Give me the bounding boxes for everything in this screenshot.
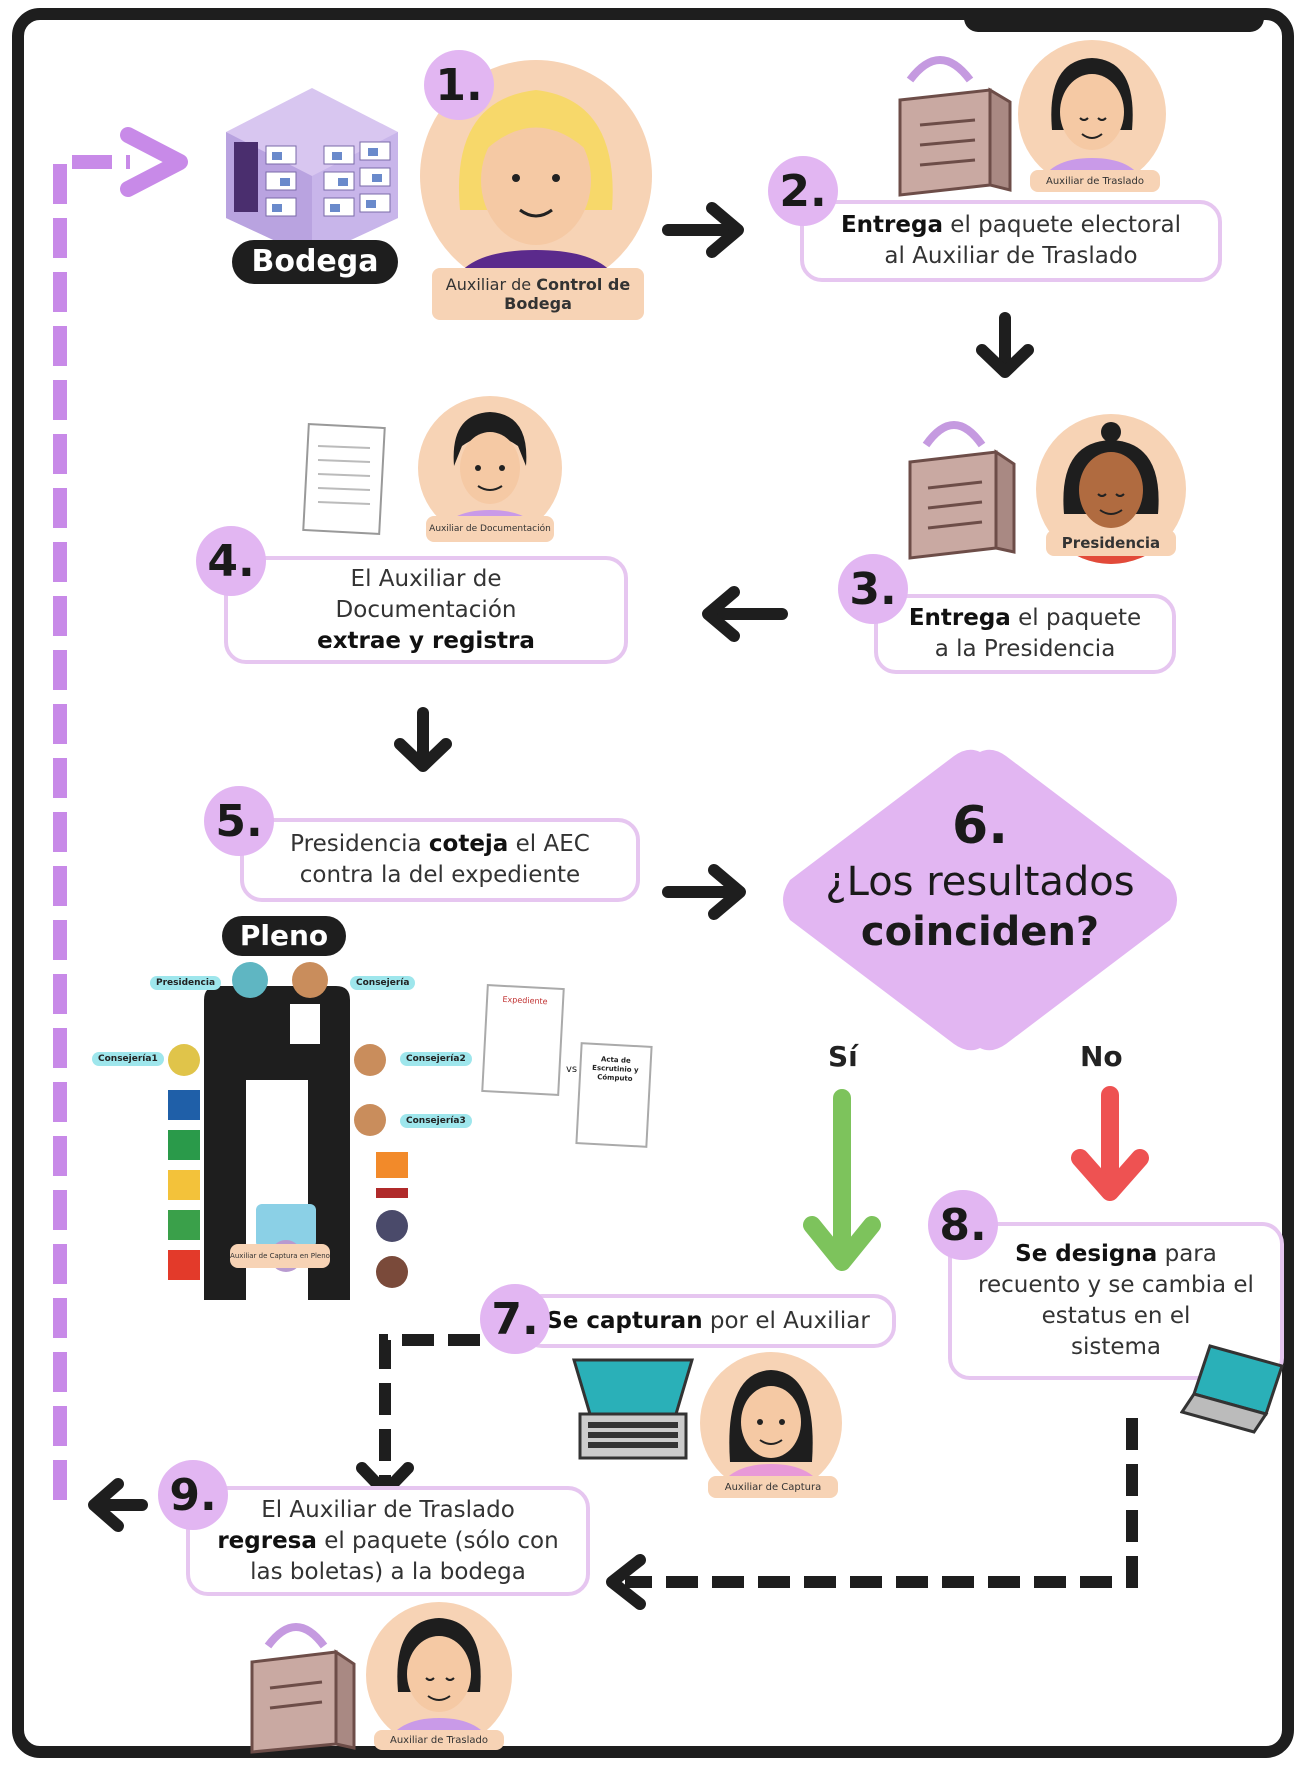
step-8-number: 8. [928,1190,998,1260]
auxiliar-traslado-label-9: Auxiliar de Traslado [374,1730,504,1750]
laptop-icon-8 [1180,1344,1284,1434]
step-5-number: 5. [204,786,274,856]
step-9-number: 9. [158,1460,228,1530]
seat-presidencia-label: Presidencia [150,976,222,990]
doc-acta: Acta de Escrutinio y Cómputo [575,1042,653,1148]
dashed-7-to-9 [379,1334,480,1485]
presidencia-label: Presidencia [1046,530,1176,556]
step-6-number: 6. [952,796,1008,856]
doc-expediente: Expediente [481,984,565,1096]
party-logos-right [376,1152,408,1288]
arrow-1-to-2 [662,202,744,258]
auxiliar-captura-avatar [700,1352,842,1494]
auxiliar-traslado-avatar [1018,40,1166,188]
arrow-9-to-bodega [88,1478,148,1532]
arrow-3-to-4 [702,586,788,642]
auxiliar-captura-label: Auxiliar de Captura [708,1476,838,1498]
laptop-icon-7 [571,1358,695,1460]
seat-aux-captura-pleno-label: Auxiliar de Captura en Pleno [230,1244,330,1268]
paquete-electoral-icon-3 [908,421,1016,560]
auxiliar-traslado-avatar-9 [366,1602,512,1748]
step-2-box: Entrega el paquete electoral al Auxiliar… [800,200,1222,282]
arrow-no-red [1071,1086,1149,1201]
step-1-number: 1. [424,50,494,120]
document-icon [302,423,386,535]
branch-no-label: No [1080,1040,1123,1073]
auxiliar-documentacion-label: Auxiliar de Documentación [426,516,554,542]
dashed-8-to-9-head [606,1554,646,1610]
return-dashed-line [53,155,130,1500]
return-arrow-head [120,127,188,197]
branch-yes-label: Sí [828,1040,858,1073]
frame-tab [964,16,1264,32]
step-3-box: Entrega el paquete a la Presidencia [874,594,1176,674]
bodega-label: Bodega [232,240,398,284]
auxiliar-traslado-label: Auxiliar de Traslado [1030,170,1160,192]
step-9-box: El Auxiliar de Traslado regresa el paque… [186,1486,590,1596]
seat-consejeria2-label: Consejería2 [400,1052,472,1066]
step-7-box: Se capturan por el Auxiliar [520,1294,896,1348]
auxiliar-control-label: Auxiliar de Control de Bodega [432,268,644,320]
bodega-warehouse-icon [226,88,398,258]
step-7-number: 7. [480,1284,550,1354]
seat-consejeria3-label: Consejería3 [400,1114,472,1128]
decision-diamond [783,749,1177,1051]
seat-consejeria-label: Consejería [350,976,416,990]
arrow-2-to-3 [976,312,1034,378]
seat-consejeria1-label: Consejería1 [92,1052,164,1066]
paquete-electoral-icon-9 [250,1623,356,1754]
party-logos-left [168,1090,200,1280]
step-4-number: 4. [196,526,266,596]
dashed-8-to-9 [625,1418,1138,1588]
arrow-yes-green [803,1089,881,1271]
paquete-electoral-icon [898,56,1012,197]
step-3-number: 3. [838,554,908,624]
arrow-5-to-6 [662,864,746,920]
step-4-box: El Auxiliar de Documentación extrae y re… [224,556,628,664]
arrow-4-to-5 [394,707,452,772]
step-6-question-line1: ¿Los resultados [825,859,1135,905]
step-5-box: Presidencia coteja el AEC contra la del … [240,818,640,902]
step-2-number: 2. [768,156,838,226]
doc-vs: vs [566,1064,578,1075]
pleno-label: Pleno [222,916,346,956]
step-6-question-line2: coinciden? [860,909,1100,955]
